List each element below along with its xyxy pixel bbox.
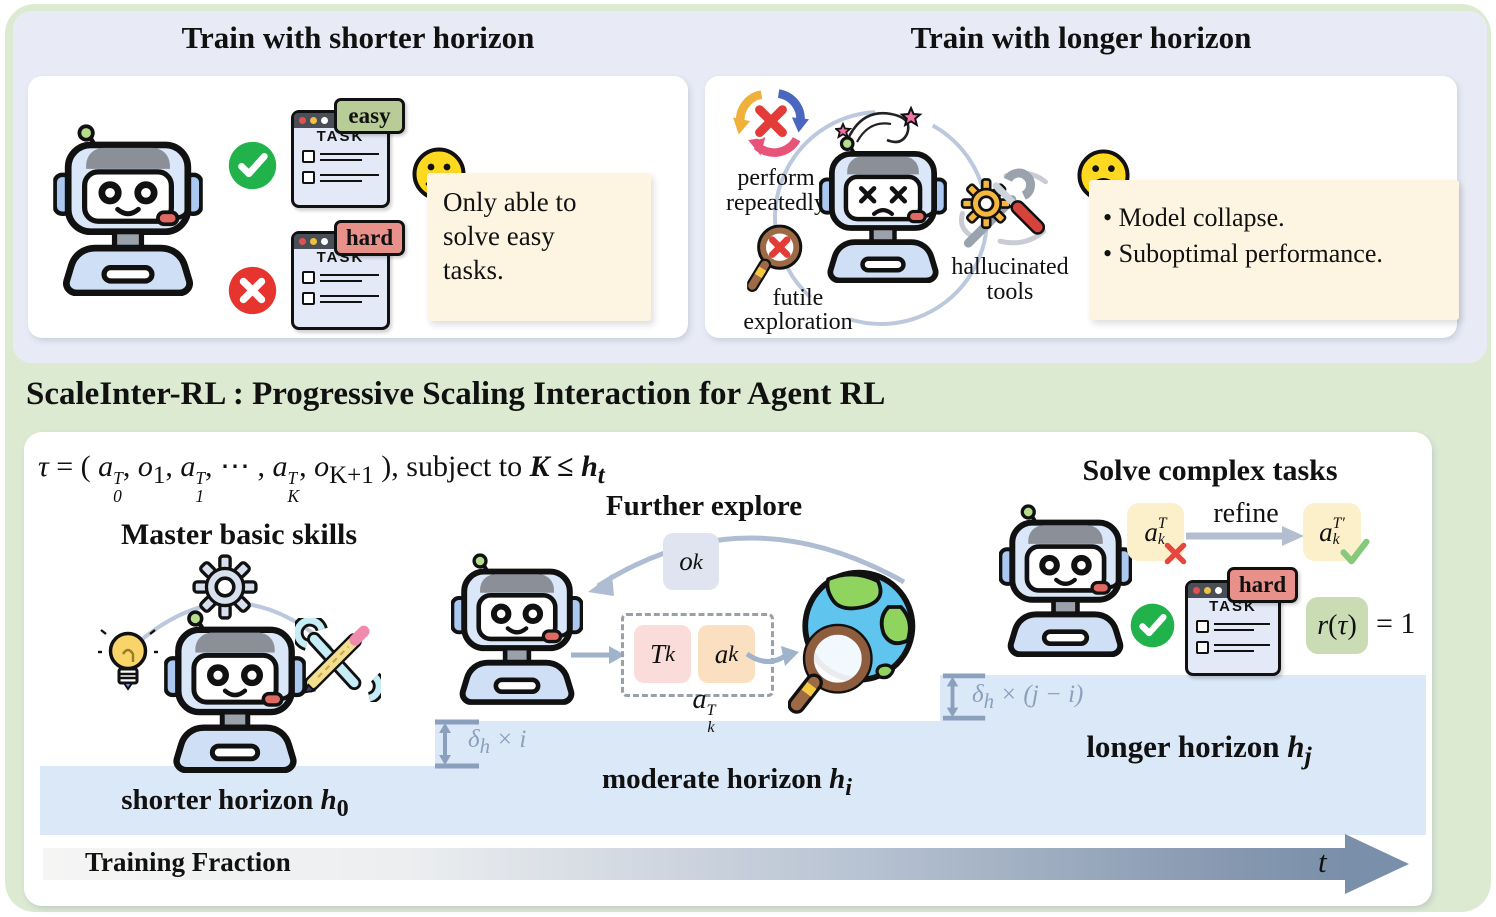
check-icon: [1129, 602, 1176, 649]
wrench-pencil-icon: [294, 618, 382, 702]
stage1-title: Master basic skills: [120, 518, 358, 551]
step-shorter-horizon: [40, 766, 435, 835]
step-longer-horizon: [940, 675, 1426, 835]
window-dot-icon: [310, 238, 317, 245]
caption-perform-repeatedly: perform repeatedly: [726, 165, 826, 216]
refine-label: refine: [1213, 498, 1279, 529]
timeline-arrowhead-icon: [1345, 834, 1409, 894]
window-dot-icon: [299, 238, 306, 245]
hallucinated-tools-icon: [953, 162, 1055, 256]
window-dot-icon: [1193, 587, 1200, 594]
window-dot-icon: [1204, 587, 1211, 594]
check-icon: [227, 140, 278, 191]
dizzy-robot-icon: [819, 136, 947, 283]
observation-arrow: [588, 535, 906, 596]
task-row: [302, 270, 379, 286]
note-line: tasks.: [443, 255, 504, 285]
to-environment-arrow: [745, 646, 799, 666]
small-check-icon: [1340, 538, 1370, 565]
delta-arrow-icon: [435, 719, 479, 769]
environment-globe-icon: [788, 566, 922, 716]
robot-icon: [53, 124, 203, 296]
robot-icon: [164, 610, 306, 773]
hard-tag: hard: [1227, 567, 1298, 603]
reward-equals-one: = 1: [1376, 607, 1416, 640]
easy-tag: easy: [334, 98, 405, 134]
cross-icon: [227, 265, 278, 316]
delta-arrow-icon: [942, 673, 986, 721]
caption-hallucinated-tools: hallucinated tools: [951, 254, 1069, 305]
label-moderate-horizon: moderate horizon hi: [602, 763, 852, 801]
bullet-suboptimal: • Suboptimal performance.: [1103, 239, 1383, 268]
task-row: [302, 291, 379, 307]
card-shorter-horizon: TASK easy Only able to solve easy tasks.…: [28, 76, 688, 338]
delta-i-label: δh × i: [468, 726, 527, 758]
lightbulb-icon: [98, 624, 158, 704]
label-longer-horizon: longer horizon hj: [1086, 729, 1312, 771]
label-shorter-horizon: shorter horizon h0: [121, 784, 349, 822]
card-longer-horizon: perform repeatedly futile exploration ha…: [705, 76, 1459, 338]
training-fraction-bar: Training Fraction: [43, 847, 1345, 880]
note-line: solve easy: [443, 221, 555, 251]
note-line: Only able to: [443, 187, 577, 217]
action-arrow: [571, 646, 625, 664]
robot-icon: [999, 504, 1132, 657]
note-collapse: • Model collapse. • Suboptimal performan…: [1089, 180, 1459, 320]
hard-tag: hard: [334, 220, 405, 256]
reward-box: r(τ): [1306, 597, 1368, 654]
stage2-title: Further explore: [605, 490, 803, 522]
window-dot-icon: [310, 117, 317, 124]
step-moderate-horizon: [435, 721, 940, 835]
bullet-model-collapse: • Model collapse.: [1103, 203, 1285, 232]
window-dot-icon: [299, 117, 306, 124]
window-dot-icon: [321, 238, 328, 245]
window-dot-icon: [321, 117, 328, 124]
task-row: [302, 170, 379, 186]
delta-ji-label: δh × (j − i): [972, 681, 1084, 713]
note-only-easy: Only able to solve easy tasks.: [427, 173, 651, 321]
task-row: [1196, 640, 1270, 656]
training-fraction-label: Training Fraction: [85, 847, 291, 877]
banner-title: ScaleInter-RL : Progressive Scaling Inte…: [26, 376, 886, 412]
window-dot-icon: [1215, 587, 1222, 594]
title-shorter-horizon: Train with shorter horizon: [181, 20, 535, 55]
refine-arrow: [1186, 526, 1304, 546]
loop-circle-decoration: [773, 110, 989, 326]
task-row: [302, 149, 379, 165]
title-longer-horizon: Train with longer horizon: [910, 20, 1252, 55]
task-row: [1196, 619, 1270, 635]
repeat-cycle-error-icon: [731, 86, 811, 162]
caption-futile-exploration: futile exploration: [743, 285, 853, 335]
stage3-title: Solve complex tasks: [1082, 454, 1338, 487]
time-t-label: t: [1318, 844, 1327, 879]
robot-icon: [451, 553, 583, 705]
